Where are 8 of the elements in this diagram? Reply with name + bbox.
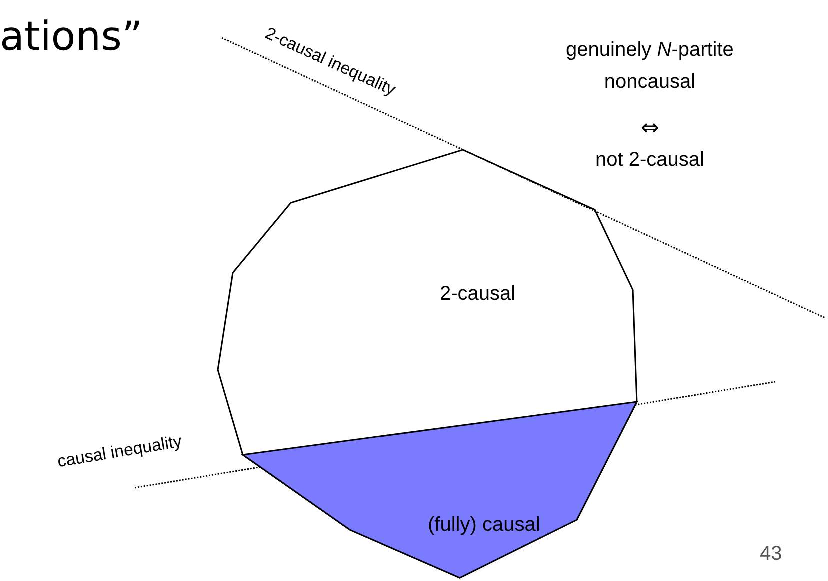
slide-title: ations”	[0, 14, 143, 60]
equivalence-symbol: ⇔	[641, 116, 660, 140]
region-label: (fully) causal	[428, 514, 540, 537]
page-number: 43	[760, 543, 782, 566]
statement-text: genuinely N-partite noncausal	[565, 38, 735, 95]
region-label: 2-causal	[440, 283, 516, 306]
inequality-label: causal inequality	[56, 432, 184, 472]
statement-text: not 2-causal	[596, 148, 704, 172]
